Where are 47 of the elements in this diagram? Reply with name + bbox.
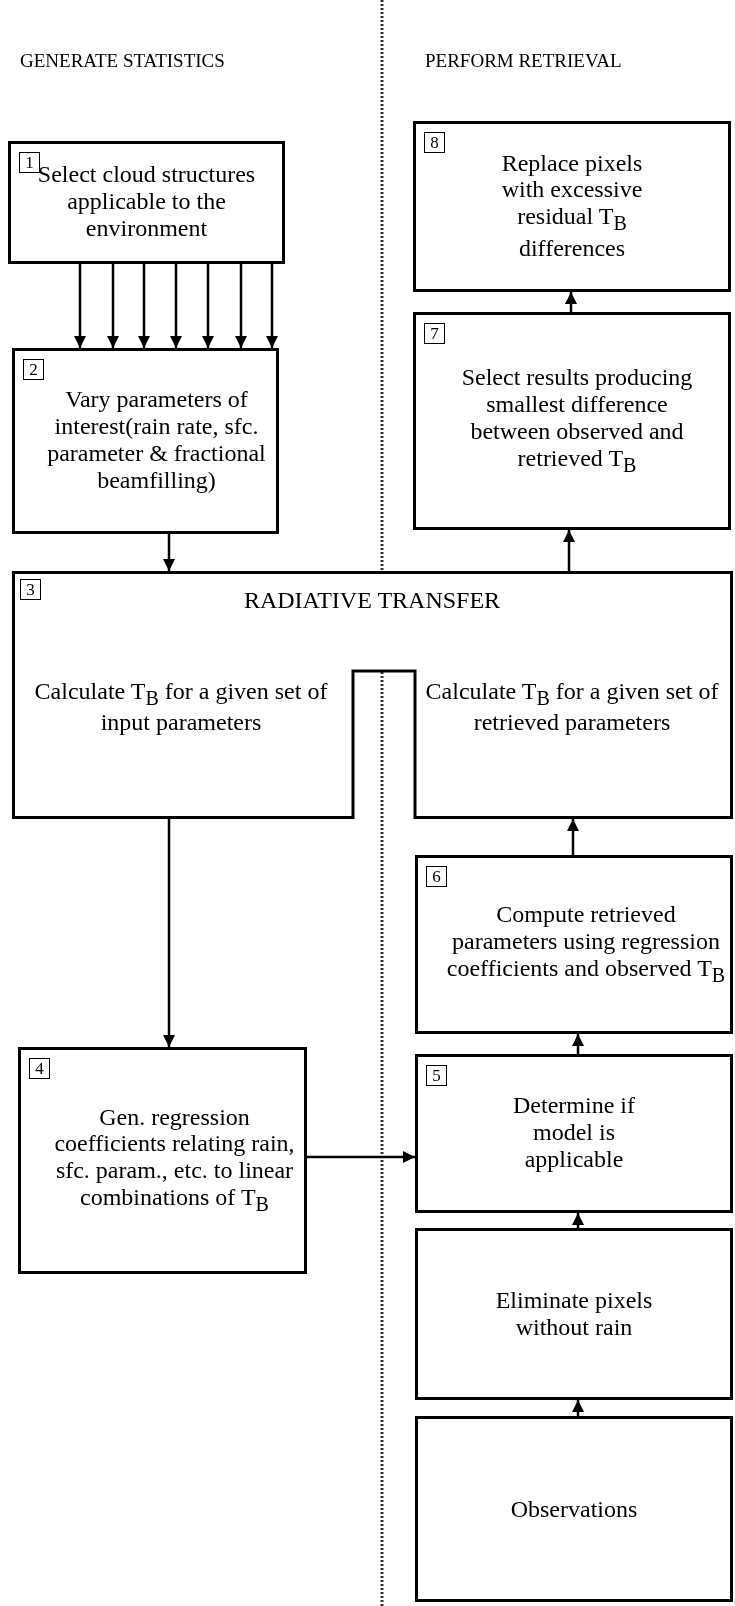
- process-box: [415, 1228, 733, 1400]
- arrow: [572, 1400, 584, 1416]
- box-text: Gen. regression coefficients relating rain, sfc. param., etc. to linear combinations of T$_{B}$: [53, 1103, 296, 1216]
- column-heading: PERFORM RETRIEVAL: [425, 50, 622, 72]
- arrow: [266, 264, 278, 348]
- box-text: Calculate T$_{B}$ for a given set of input parameters: [33, 676, 329, 738]
- process-box: [415, 1416, 733, 1602]
- box-text: Vary parameters of interest(rain rate, sfc. parameter & fractional beamfilling): [46, 386, 267, 494]
- arrow: [235, 264, 247, 348]
- arrow: [565, 292, 577, 312]
- arrow: [572, 1034, 584, 1054]
- step-number: 8: [424, 132, 445, 153]
- process-box: [12, 348, 279, 534]
- step-number: 4: [29, 1058, 50, 1079]
- box-text: Calculate T$_{B}$ for a given set of retrieved parameters: [424, 676, 720, 738]
- arrow: [567, 819, 579, 855]
- column-heading: GENERATE STATISTICS: [20, 50, 225, 72]
- step-number: 1: [19, 152, 40, 173]
- arrow: [107, 264, 119, 348]
- arrow: [163, 819, 175, 1047]
- process-box: [413, 312, 731, 530]
- process-box: [415, 855, 733, 1034]
- process-box: [12, 571, 733, 819]
- box-text: Compute retrieved parameters using regression coefficients and observed T$_{B}$: [446, 901, 726, 986]
- step-number: 2: [23, 359, 44, 380]
- box-text: Eliminate pixels without rain: [494, 1287, 654, 1341]
- process-box: [18, 1047, 307, 1274]
- step-number: 5: [426, 1065, 447, 1086]
- arrow: [163, 534, 175, 571]
- arrow: [138, 264, 150, 348]
- arrow: [202, 264, 214, 348]
- arrow: [74, 264, 86, 348]
- arrow: [572, 1213, 584, 1228]
- step-number: 6: [426, 866, 447, 887]
- process-box: [8, 141, 285, 264]
- box-text: Replace pixels with excessive residual T$_{B}$ differences: [500, 149, 644, 262]
- arrow: [563, 530, 575, 571]
- box-text: Select results producing smallest difference between observed and retrieved T$_{B}$: [460, 364, 694, 476]
- box-text: Observations: [510, 1495, 638, 1523]
- arrow: [307, 1151, 415, 1163]
- box-heading: RADIATIVE TRANSFER: [242, 585, 502, 615]
- process-box: [415, 1054, 733, 1213]
- process-box: [413, 121, 731, 292]
- step-number: 7: [424, 323, 445, 344]
- arrow: [170, 264, 182, 348]
- step-number: 3: [20, 579, 41, 600]
- box-text: Determine if model is applicable: [512, 1092, 636, 1173]
